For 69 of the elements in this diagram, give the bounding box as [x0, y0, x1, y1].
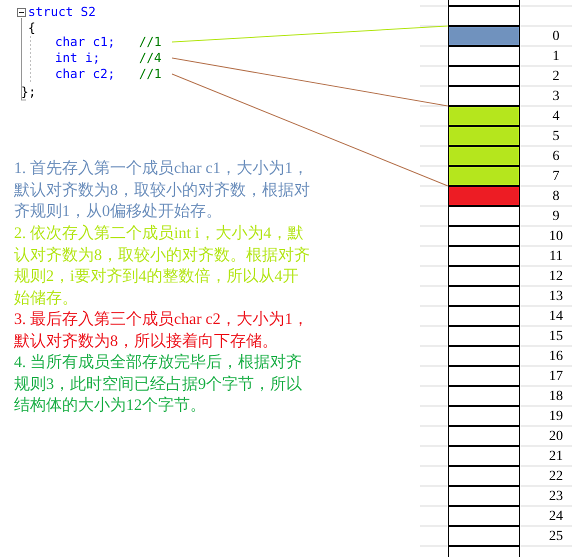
memory-cell	[448, 286, 520, 306]
memory-cell	[448, 66, 520, 86]
offset-number: 10	[548, 229, 564, 245]
memory-cell	[448, 446, 520, 466]
leader-line	[172, 74, 448, 186]
memory-cell	[448, 386, 520, 406]
offset-number: 12	[548, 269, 564, 285]
memory-cell	[448, 206, 520, 226]
code-declaration: char c2;	[55, 66, 116, 82]
memory-cell	[448, 366, 520, 386]
code-comment: //1	[139, 34, 162, 50]
memory-cell	[448, 306, 520, 326]
code-text: {	[28, 20, 36, 36]
offset-number: 5	[552, 129, 560, 145]
offset-number: 15	[548, 329, 564, 345]
memory-cell	[448, 326, 520, 346]
memory-cell	[448, 426, 520, 446]
offset-number: 16	[548, 349, 564, 365]
explanation-text: 4. 当所有成员全部存放完毕后，根据对齐规则3，此时空间已经占据9个字节，所以结构体的大小为12个字节。	[14, 352, 303, 416]
leader-line	[172, 58, 448, 106]
offset-number: 0	[552, 29, 560, 45]
code-comment: //4	[139, 50, 162, 66]
offset-number: 13	[548, 289, 564, 305]
offset-number: 1	[552, 49, 560, 65]
explanation-text: 3. 最后存入第三个成员char c2，大小为1，默认对齐数为8，所以接着向下存储。	[14, 310, 310, 352]
memory-cell	[448, 226, 520, 246]
offset-number: 23	[548, 489, 564, 505]
memory-cell	[448, 526, 520, 546]
memory-cell	[448, 246, 520, 266]
offset-number: 8	[552, 189, 560, 205]
explanation-text: 1. 首先存入第一个成员char c1，大小为1，默认对齐数为8，取较小的对齐数，根据对齐规则1，从0偏移处开始存。	[14, 158, 310, 222]
offset-number: 4	[552, 109, 560, 125]
offset-number: 25	[548, 529, 564, 545]
memory-cell	[448, 506, 520, 526]
offset-number: 6	[552, 149, 560, 165]
offset-number: 9	[552, 209, 560, 225]
offset-number: 3	[552, 89, 560, 105]
leader-line	[172, 26, 448, 42]
code-text: struct S2	[28, 4, 96, 20]
memory-cell	[448, 146, 520, 166]
memory-cell	[448, 126, 520, 146]
offset-number: 21	[548, 449, 564, 465]
memory-cell	[448, 266, 520, 286]
memory-cell	[448, 6, 520, 26]
memory-cell	[448, 46, 520, 66]
memory-cell	[448, 406, 520, 426]
offset-number: 20	[548, 429, 564, 445]
offset-number: 14	[548, 309, 564, 325]
offset-number: 18	[548, 389, 564, 405]
code-declaration: int i;	[55, 50, 100, 66]
memory-cell	[448, 86, 520, 106]
memory-cell	[448, 346, 520, 366]
code-text: };	[21, 84, 36, 100]
offset-number: 7	[552, 169, 560, 185]
code-declaration: char c1;	[55, 34, 116, 50]
memory-cell	[448, 26, 520, 46]
memory-cell	[448, 486, 520, 506]
offset-number: 2	[552, 69, 560, 85]
offset-number: 19	[548, 409, 564, 425]
offset-number: 24	[548, 509, 564, 525]
offset-number: 11	[548, 249, 564, 265]
explanation-text: 2. 依次存入第二个成员int i，大小为4，默认对齐数为8，取较小的对齐数。根据对齐规则2，i要对齐到4的整数倍，所以从4开始储存。	[14, 224, 310, 308]
memory-cell	[448, 166, 520, 186]
offset-number: 22	[548, 469, 564, 485]
memory-cell	[448, 186, 520, 206]
offset-number: 17	[548, 369, 564, 385]
code-comment: //1	[139, 66, 162, 82]
memory-cell	[448, 106, 520, 126]
memory-cell	[448, 466, 520, 486]
